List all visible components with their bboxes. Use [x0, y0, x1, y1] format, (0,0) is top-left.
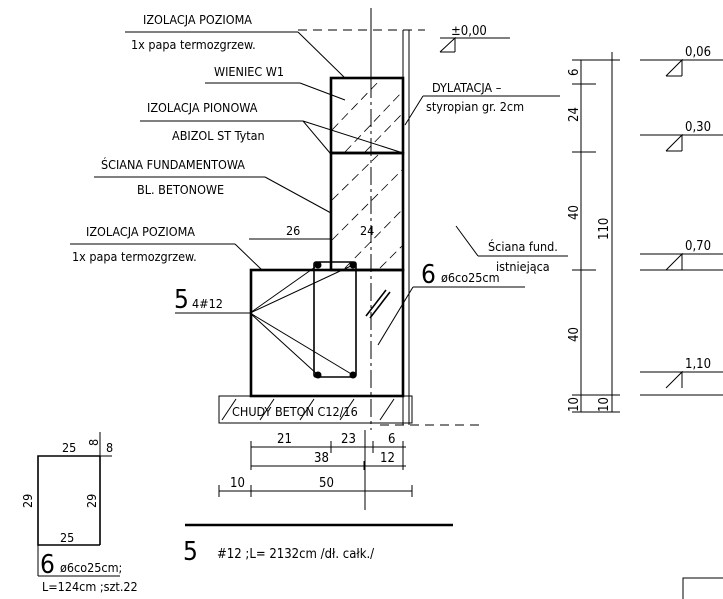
- summary-text: #12 ;L= 2132cm /dł. całk./: [217, 547, 374, 562]
- dim-21: 21: [277, 432, 292, 447]
- bottom-dimensions: [218, 430, 413, 510]
- label-papa-bottom: 1x papa termozgrzew.: [72, 249, 197, 264]
- stirrup-right-dim: 29: [84, 494, 99, 508]
- leader-sciana: [264, 176, 332, 214]
- label-sciana-fund: Ściana fund.: [488, 239, 558, 254]
- leader-abizol-1: [302, 120, 331, 154]
- vdim-6: 6: [567, 69, 582, 76]
- vertical-dimensions: [572, 52, 620, 413]
- stirrup-bottom-dim: 25: [60, 530, 74, 545]
- foundation-wall: [329, 151, 405, 272]
- label-wieniec: WIENIEC W1: [214, 64, 284, 79]
- dim-50: 50: [319, 476, 334, 491]
- label-izolacja-pozioma-top: IZOLACJA POZIOMA: [143, 12, 252, 27]
- leader-abizol-2: [302, 120, 404, 154]
- label-istniejaca: istniejąca: [496, 259, 550, 274]
- summary-num: 5: [183, 537, 198, 567]
- stirrup-hook-2: [369, 291, 391, 319]
- rebar-bars: [314, 261, 357, 379]
- level-l2: 0,30: [685, 120, 711, 135]
- vdim-40b: 40: [567, 327, 582, 342]
- stirrup-left-dim: 29: [20, 494, 35, 508]
- level-zero: ±0,00: [451, 24, 487, 39]
- lean-concrete: [218, 395, 413, 424]
- level-l3: 0,70: [685, 239, 711, 254]
- stirrup-hook: [365, 289, 387, 317]
- dim-38: 38: [314, 451, 329, 466]
- foundation-wall-hatch: [331, 154, 403, 269]
- stirrup-num: 6: [40, 550, 55, 580]
- label-dylatacja: DYLATACJA –: [432, 80, 502, 95]
- leader-izolacja-top: [297, 31, 346, 79]
- label-izolacja-pozioma-bottom: IZOLACJA POZIOMA: [86, 224, 195, 239]
- stirrup-hook-dim: 8: [86, 439, 101, 446]
- rebar-stirrup-spec: ø6co25cm: [441, 270, 500, 285]
- label-sciana-fundamentowa: ŚCIANA FUNDAMENTOWA: [101, 157, 245, 172]
- stirrup-length: L=124cm ;szt.22: [42, 579, 138, 594]
- stirrup-top-dim: 25: [62, 440, 76, 455]
- label-izolacja-pionowa: IZOLACJA PIONOWA: [147, 100, 258, 115]
- level-l1: 0,06: [685, 45, 711, 60]
- leader-sciana-fund: [455, 225, 479, 257]
- level-marker-2: [640, 133, 723, 152]
- vdim-10b: 10: [597, 397, 612, 412]
- frame-corner: [682, 577, 723, 599]
- lean-concrete-label: CHUDY BETON C12/16: [232, 404, 358, 419]
- stirrup-in-footing: [313, 261, 357, 378]
- label-papa-top: 1x papa termozgrzew.: [131, 37, 256, 52]
- leader-wieniec: [299, 82, 346, 101]
- level-marker-4: [640, 370, 723, 396]
- stirrup-leader: [377, 286, 414, 346]
- dim-26: 26: [286, 223, 300, 238]
- stirrup-shape-detail: [37, 432, 120, 577]
- rebar-leader-lines: [175, 264, 354, 376]
- dim-12: 12: [380, 451, 395, 466]
- level-marker-3: [640, 252, 723, 271]
- lean-concrete-hatch: [221, 398, 395, 421]
- stirrup-hook-dim-2: 8: [106, 440, 113, 455]
- vdim-110: 110: [597, 218, 612, 240]
- leader-dylatacja: [404, 95, 424, 126]
- dim-23: 23: [341, 432, 356, 447]
- vdim-10a: 10: [567, 397, 582, 412]
- stirrup-spec: ø6co25cm;: [60, 560, 122, 575]
- level-zero-triangle: [439, 36, 456, 53]
- rebar-stirrup-num: 6: [421, 260, 436, 290]
- level-l4: 1,10: [685, 357, 711, 372]
- label-styropian: styropian gr. 2cm: [426, 99, 524, 114]
- vdim-24: 24: [567, 107, 582, 122]
- leader-izolacja-bottom: [234, 243, 263, 271]
- level-marker-1: [640, 58, 723, 77]
- dim-10: 10: [230, 476, 245, 491]
- dim-6: 6: [388, 432, 395, 447]
- vdim-40a: 40: [567, 205, 582, 220]
- wieniec-hatch: [331, 79, 403, 153]
- label-bl-betonowe: BL. BETONOWE: [137, 182, 224, 197]
- rebar-main-num: 5: [174, 285, 189, 315]
- dim-24: 24: [360, 223, 374, 238]
- label-abizol: ABIZOL ST Tytan: [172, 128, 265, 143]
- rebar-main-spec: 4#12: [192, 296, 223, 311]
